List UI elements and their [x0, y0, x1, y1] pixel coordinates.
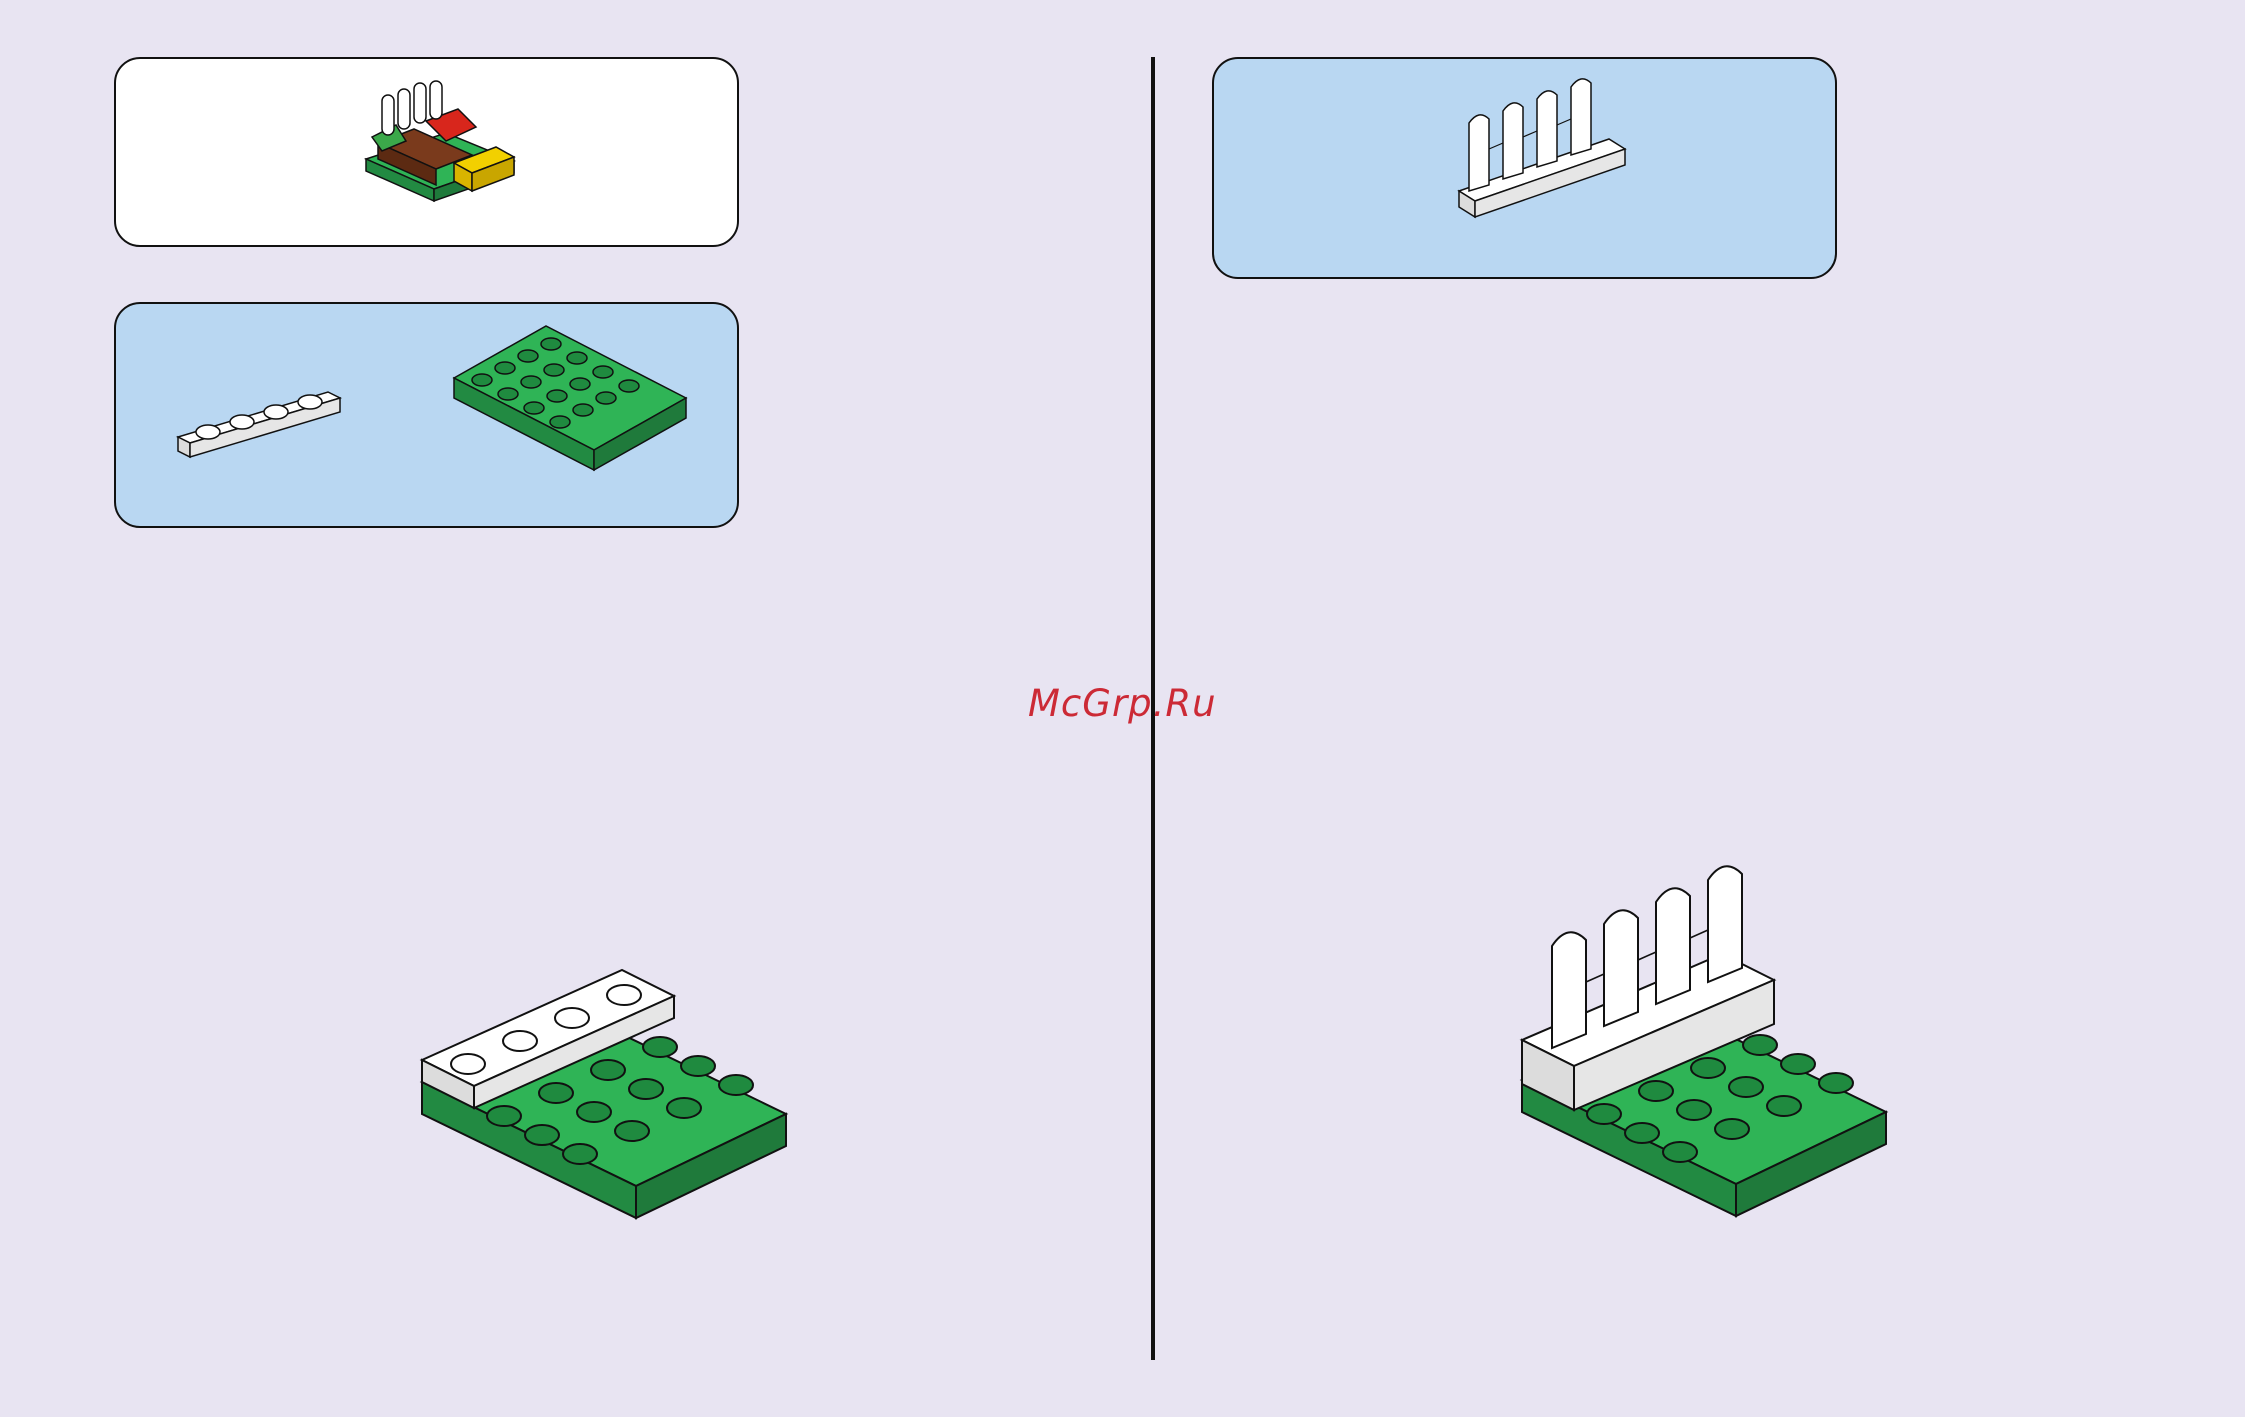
stud — [619, 380, 639, 392]
parts-callout-step-2 — [1212, 57, 1837, 279]
set-preview-callout — [114, 57, 739, 247]
stud — [1663, 1142, 1697, 1162]
stud — [498, 388, 518, 400]
stud — [563, 1144, 597, 1164]
stud — [487, 1106, 521, 1126]
stud — [607, 985, 641, 1005]
stud — [451, 1054, 485, 1074]
completed-model-icon — [366, 81, 526, 231]
stud — [1691, 1058, 1725, 1078]
green-plate-4x4-icon — [454, 326, 690, 476]
stud — [667, 1098, 701, 1118]
stud — [1819, 1073, 1853, 1093]
stud — [570, 378, 590, 390]
stud — [681, 1056, 715, 1076]
stud — [518, 350, 538, 362]
stud — [1587, 1104, 1621, 1124]
stud — [503, 1031, 537, 1051]
stud — [521, 376, 541, 388]
parts-callout-step-1 — [114, 302, 739, 528]
stud — [573, 404, 593, 416]
stud — [1767, 1096, 1801, 1116]
stud — [643, 1037, 677, 1057]
stud — [615, 1121, 649, 1141]
stud — [1729, 1077, 1763, 1097]
stud — [472, 374, 492, 386]
stud — [1677, 1100, 1711, 1120]
stud — [567, 352, 587, 364]
white-plate-1x4-icon — [178, 382, 348, 472]
stud — [524, 402, 544, 414]
stud — [547, 390, 567, 402]
plate-assembly-icon — [422, 970, 792, 1224]
stud — [1625, 1123, 1659, 1143]
white-picket-fence-icon — [1459, 79, 1635, 229]
stud — [541, 338, 561, 350]
watermark-text: McGrp.Ru — [1028, 682, 1217, 725]
stud — [555, 1008, 589, 1028]
stud — [1743, 1035, 1777, 1055]
stud — [539, 1083, 573, 1103]
stud — [1715, 1119, 1749, 1139]
fence-assembly-icon — [1522, 862, 1892, 1222]
stud — [596, 392, 616, 404]
stud — [629, 1079, 663, 1099]
stud — [591, 1060, 625, 1080]
stud — [525, 1125, 559, 1145]
stud — [544, 364, 564, 376]
stud — [719, 1075, 753, 1095]
stud — [1781, 1054, 1815, 1074]
stud — [1639, 1081, 1673, 1101]
stud — [495, 362, 515, 374]
stud — [550, 416, 570, 428]
stud — [577, 1102, 611, 1122]
stud — [593, 366, 613, 378]
